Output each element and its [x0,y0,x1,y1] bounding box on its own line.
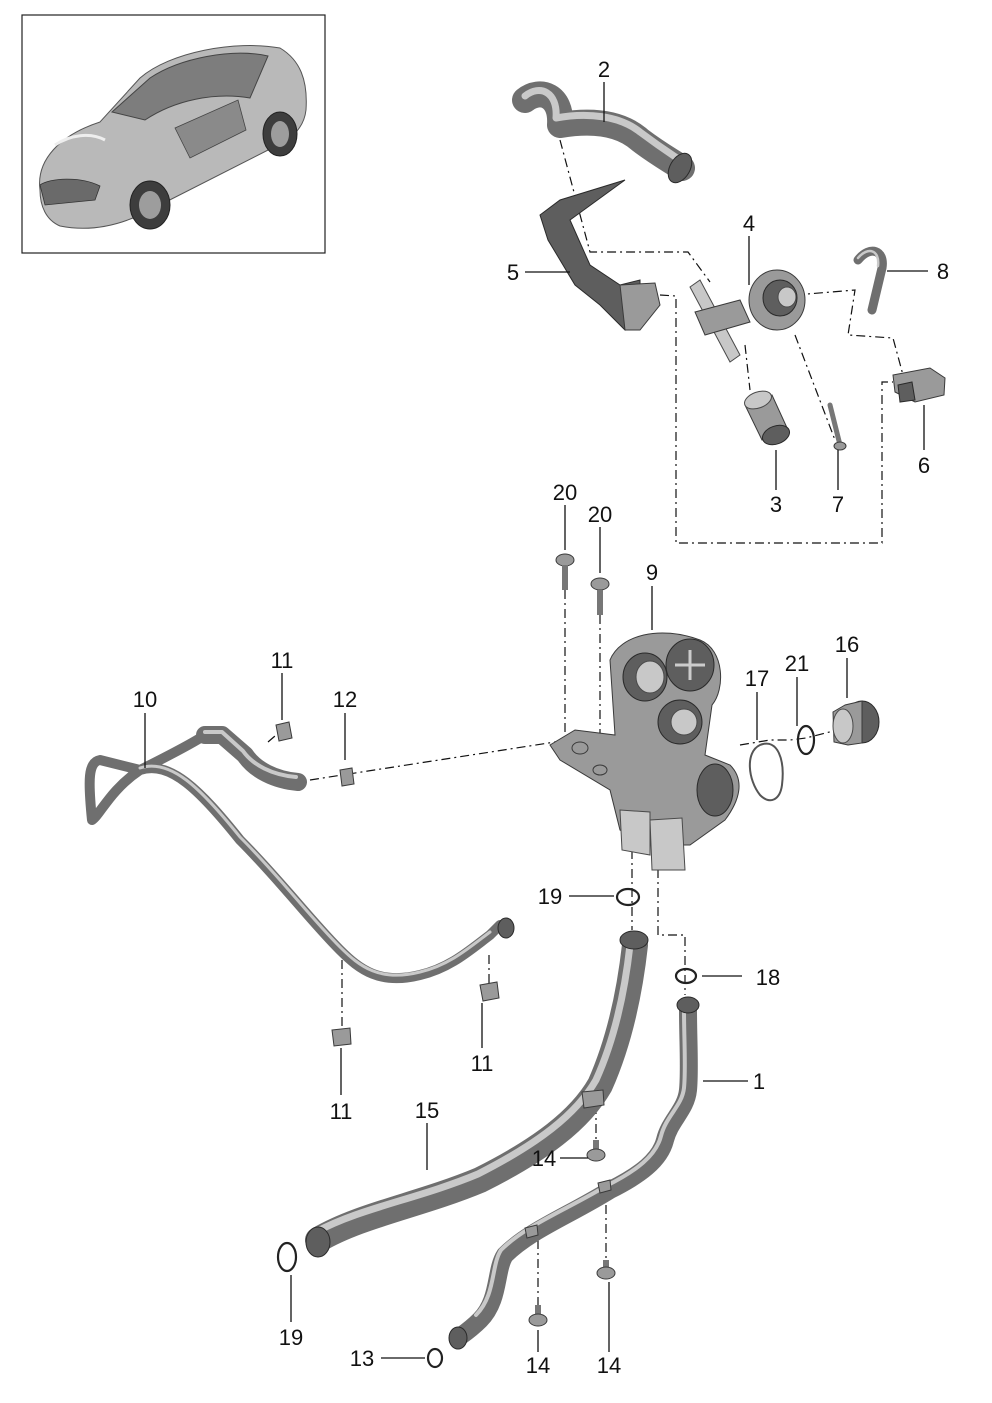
part-14-bolt-b [528,1305,548,1327]
callout-14c: 14 [597,1353,621,1378]
part-18-oring [674,967,698,985]
part-16-plug [832,700,880,746]
callout-15: 15 [415,1098,439,1123]
callout-14b: 14 [526,1353,550,1378]
callout-6: 6 [918,453,930,478]
callout-19a: 19 [538,884,562,909]
part-20-bolt-b [590,577,610,615]
callout-11b: 11 [471,1051,494,1076]
callout-19b: 19 [279,1325,303,1350]
callout-14a: 14 [532,1146,556,1171]
part-9-housing [549,632,740,871]
part-11-clip-c [331,1027,352,1047]
callout-20b: 20 [588,502,612,527]
part-17-gasket [748,742,784,802]
part-21-oring [796,724,816,756]
part-13-oring [426,1347,444,1369]
callout-3: 3 [770,492,782,517]
callout-20a: 20 [553,480,577,505]
part-14-bolt-c [596,1260,616,1280]
part-20-bolt-a [555,553,575,590]
part-11-clip-b [479,981,500,1002]
part-1-pipe [448,996,700,1350]
part-11-clip-a [275,721,293,742]
callout-5: 5 [507,260,519,285]
part-5-bracket [539,179,661,331]
callout-1: 1 [753,1069,765,1094]
callout-4: 4 [743,211,755,236]
car-icon [39,45,307,230]
leader-lines [144,82,928,1359]
part-4-valve [689,269,806,363]
callout-9: 9 [646,560,658,585]
callout-18: 18 [756,965,780,990]
callout-10: 10 [133,687,157,712]
callout-13: 13 [350,1346,374,1371]
part-10-pipe [84,726,515,984]
callout-12: 12 [333,687,357,712]
callout-8: 8 [937,259,949,284]
callout-17: 17 [745,666,769,691]
part-14-bolt-a [586,1140,606,1162]
part-2-hose [512,81,695,184]
assembly-lines [267,139,904,1305]
part-12-clip [339,767,355,787]
part-3-coupling [744,390,791,446]
part-15-pipe [305,930,649,1258]
callout-7: 7 [832,492,844,517]
part-19-oring-upper [615,887,641,907]
part-6-sensor [892,367,946,403]
callout-21: 21 [785,651,809,676]
part-7-screw [827,402,847,451]
part-19-oring-lower [276,1241,298,1273]
callout-11c: 11 [330,1099,353,1124]
callout-16: 16 [835,632,859,657]
callout-2: 2 [598,57,610,82]
callout-11a: 11 [271,648,294,673]
vehicle-thumbnail [21,14,326,254]
callout-labels: 2 4 5 8 6 3 7 20 20 9 16 11 21 17 10 12 … [133,57,949,1378]
part-8-hose [853,246,887,315]
